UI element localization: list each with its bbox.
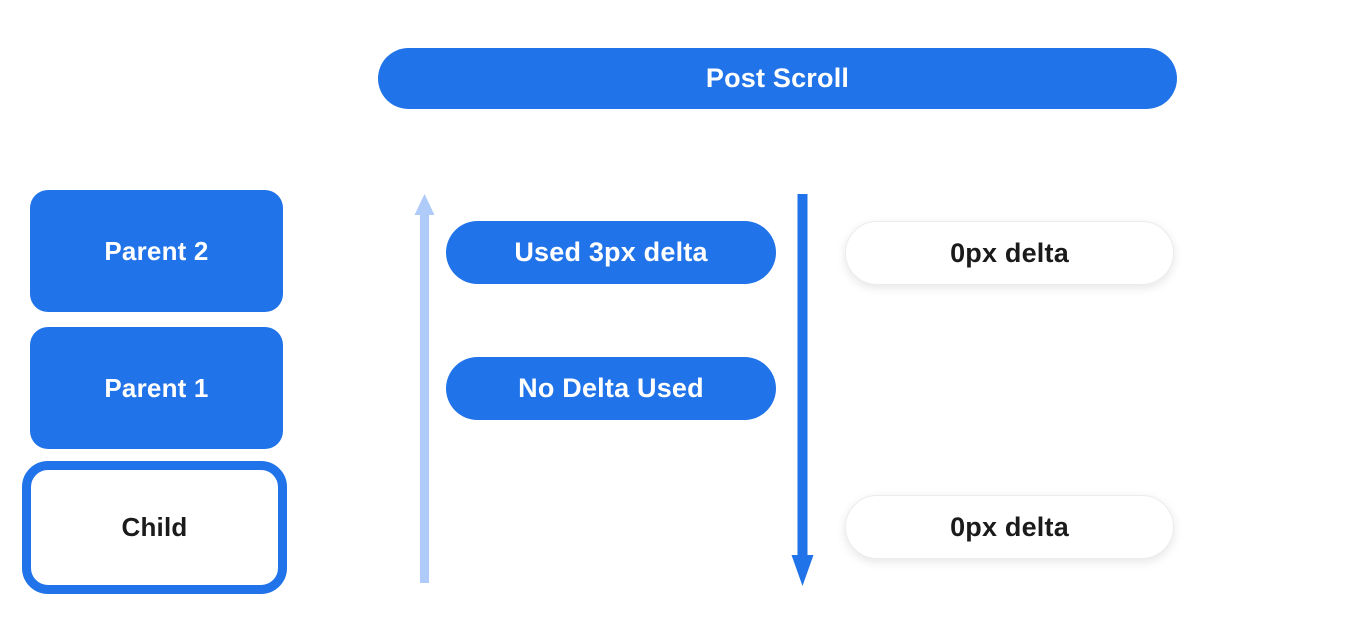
post-scroll-label: Post Scroll bbox=[705, 63, 850, 93]
used-3px-delta-label: Used 3px delta bbox=[514, 237, 708, 267]
post-scroll-pill: Post Scroll bbox=[378, 48, 1177, 109]
down-arrow-icon bbox=[791, 194, 814, 586]
no-delta-used-pill: No Delta Used bbox=[446, 357, 776, 420]
no-delta-used-label: No Delta Used bbox=[518, 373, 704, 403]
zero-px-delta-pill-bottom: 0px delta bbox=[845, 495, 1174, 559]
child-label: Child bbox=[121, 512, 188, 542]
up-arrow-icon bbox=[414, 194, 435, 583]
child-box: Child bbox=[22, 461, 287, 594]
parent-1-box: Parent 1 bbox=[30, 327, 283, 449]
parent-2-box: Parent 2 bbox=[30, 190, 283, 312]
parent-2-label: Parent 2 bbox=[104, 235, 209, 266]
zero-px-delta-pill-top: 0px delta bbox=[845, 221, 1174, 285]
zero-px-delta-label-top: 0px delta bbox=[950, 237, 1069, 268]
zero-px-delta-label-bottom: 0px delta bbox=[950, 511, 1069, 542]
parent-1-label: Parent 1 bbox=[104, 372, 209, 403]
used-3px-delta-pill: Used 3px delta bbox=[446, 221, 776, 284]
